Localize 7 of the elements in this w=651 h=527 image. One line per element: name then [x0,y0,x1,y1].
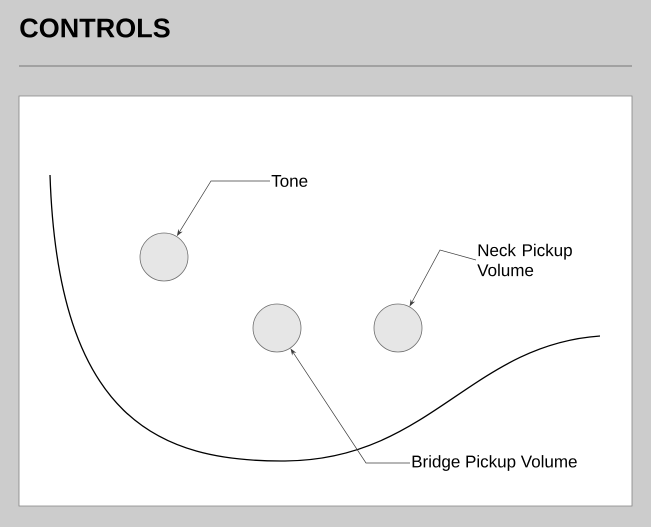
knob [374,304,422,352]
knob [252,304,302,352]
knob [140,232,188,282]
callout-label: Neck Pickup Volume [477,244,572,276]
callout-label: Tone [272,175,308,187]
callout-label: Bridge Pickup Volume [412,455,577,471]
heading: CONTROLS [20,18,170,38]
